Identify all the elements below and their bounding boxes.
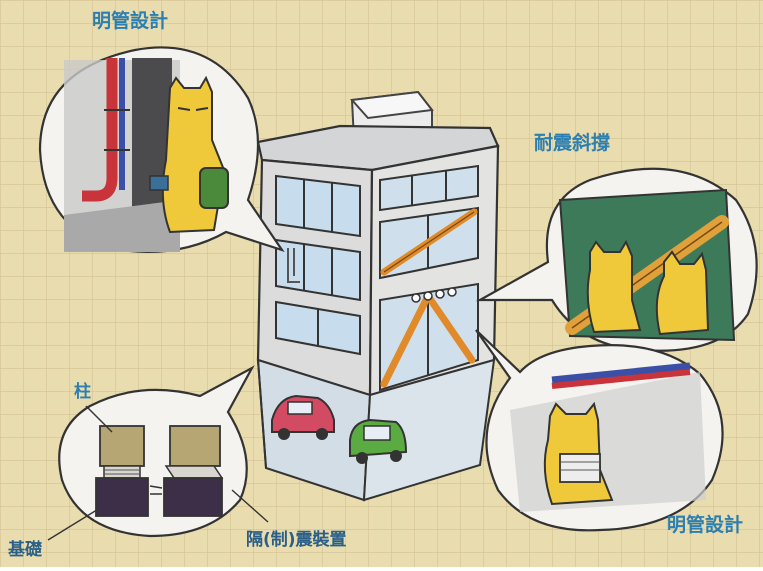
pipe-icon (82, 58, 130, 202)
cat-mascot-icon (586, 239, 710, 336)
car-green-icon (349, 418, 408, 464)
left-windows (275, 174, 361, 356)
label-foundation: 基礎 (8, 540, 42, 560)
cat-mascot-icon (543, 401, 614, 506)
label-isolation-device: 隔(制)震裝置 (246, 530, 347, 550)
label-column: 柱 (74, 382, 91, 402)
brace-joints (411, 287, 457, 303)
label-exposed-pipe-bottom: 明管設計 (667, 514, 744, 536)
label-exposed-pipe-top: 明管設計 (92, 10, 169, 32)
leader-lines (47, 405, 269, 541)
car-red-icon (271, 394, 335, 440)
label-seismic-brace: 耐震斜撐 (534, 132, 611, 154)
facade-pipe (287, 248, 300, 283)
bubble-brace (475, 167, 758, 352)
bubble-isolator (58, 365, 255, 538)
cat-mascot-icon (149, 75, 229, 234)
building (256, 90, 500, 502)
bubble-exposed-pipe-top (38, 46, 285, 253)
bubble-exposed-pipe-bottom (475, 329, 724, 532)
right-windows (379, 164, 479, 392)
